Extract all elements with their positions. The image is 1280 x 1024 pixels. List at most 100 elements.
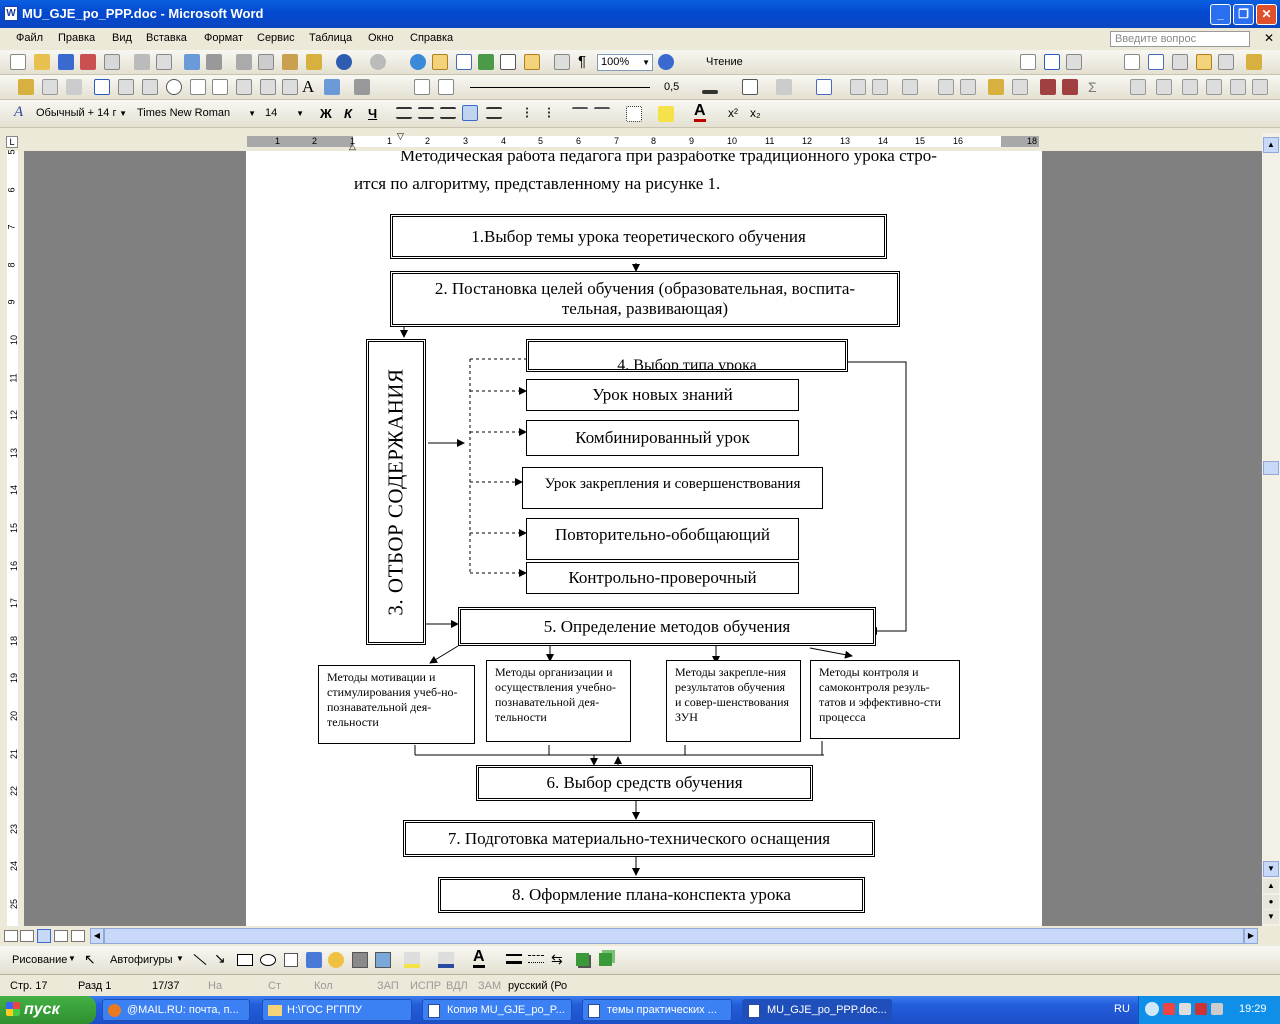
start-button[interactable]: пуск xyxy=(0,996,96,1024)
minimize-button[interactable]: _ xyxy=(1210,4,1231,25)
arrow-tool-icon[interactable]: ↘ xyxy=(214,950,226,966)
menu-tools[interactable]: Сервис xyxy=(257,32,295,44)
align-cell-icon[interactable] xyxy=(902,79,918,95)
align-right-icon[interactable] xyxy=(440,107,456,119)
cut-icon[interactable] xyxy=(236,54,252,70)
scroll-bar-icon[interactable] xyxy=(282,79,298,95)
extra-table-icon-5[interactable] xyxy=(1230,79,1246,95)
image-control-icon[interactable] xyxy=(324,79,340,95)
menu-edit[interactable]: Правка xyxy=(58,32,96,44)
extra-table-icon-4[interactable] xyxy=(1206,79,1222,95)
tab-selector[interactable]: L xyxy=(6,136,18,148)
help-icon[interactable] xyxy=(658,54,674,70)
menu-view[interactable]: Вид xyxy=(112,32,132,44)
text-color-icon[interactable]: A xyxy=(473,949,485,968)
edit-text-icon[interactable] xyxy=(438,79,454,95)
task-themes[interactable]: темы практических ... xyxy=(582,999,732,1021)
align-center-icon[interactable] xyxy=(418,107,434,119)
font-size-select[interactable]: 14▼ xyxy=(265,107,304,119)
status-record[interactable]: ЗАП xyxy=(377,980,399,992)
numbering-icon[interactable] xyxy=(526,107,542,119)
rectangle-tool-icon[interactable] xyxy=(237,954,253,966)
ask-question-input[interactable]: Введите вопрос xyxy=(1110,31,1250,47)
vertical-scrollbar[interactable]: ▲ ▼ ▲ ● ▼ xyxy=(1262,133,1280,926)
frame-icon[interactable] xyxy=(1172,54,1188,70)
status-language[interactable]: русский (Ро xyxy=(508,980,568,992)
tray-icon-1[interactable] xyxy=(1163,1003,1175,1015)
merge-cells-icon[interactable] xyxy=(850,79,866,95)
status-overtype[interactable]: ЗАМ xyxy=(478,980,502,992)
indent-marker-icon[interactable]: ▽ xyxy=(397,131,404,141)
menu-window[interactable]: Окно xyxy=(368,32,394,44)
format-painter-icon[interactable] xyxy=(306,54,322,70)
task-mail[interactable]: @MAIL.RU: почта, п... xyxy=(102,999,250,1021)
hyperlink-icon[interactable] xyxy=(410,54,426,70)
horizontal-scrollbar[interactable]: ◀ ▶ xyxy=(0,926,1280,946)
print-preview-icon[interactable] xyxy=(156,54,172,70)
justify-icon[interactable] xyxy=(462,105,478,121)
read-button[interactable]: Чтение xyxy=(706,56,743,68)
style-select[interactable]: Обычный + 14 г▼ xyxy=(36,107,127,119)
select-objects-icon[interactable]: ↖ xyxy=(84,951,96,967)
web-view-icon[interactable] xyxy=(20,930,34,942)
shading-color-icon[interactable] xyxy=(776,79,792,95)
reset-field-icon[interactable] xyxy=(1218,54,1234,70)
line-width-value[interactable]: 0,5 xyxy=(664,81,680,93)
eraser-icon[interactable] xyxy=(42,79,58,95)
menu-insert[interactable]: Вставка xyxy=(146,32,187,44)
distribute-columns-icon[interactable] xyxy=(960,79,976,95)
bold-button[interactable]: Ж xyxy=(320,106,332,121)
italic-button[interactable]: К xyxy=(344,106,352,121)
tables-borders-icon[interactable] xyxy=(432,54,448,70)
restore-button[interactable]: ❐ xyxy=(1233,4,1254,25)
align-left-icon[interactable] xyxy=(396,107,412,119)
undo-icon[interactable] xyxy=(336,54,352,70)
outside-border-icon[interactable] xyxy=(626,106,642,122)
menu-help[interactable]: Справка xyxy=(410,32,454,44)
styles-icon[interactable]: A xyxy=(14,104,24,120)
protect-form-icon[interactable] xyxy=(1246,54,1262,70)
sort-descending-icon[interactable] xyxy=(1062,79,1078,95)
spelling-icon[interactable] xyxy=(184,54,200,70)
dash-style-icon[interactable] xyxy=(528,955,544,963)
status-extend[interactable]: ВДЛ xyxy=(446,980,468,992)
autosum-icon[interactable]: Σ xyxy=(1088,79,1097,95)
form-field-icon[interactable] xyxy=(1066,54,1082,70)
draw-table-icon[interactable] xyxy=(18,79,34,95)
extra-table-icon-6[interactable] xyxy=(1252,79,1268,95)
extra-table-icon-2[interactable] xyxy=(1156,79,1172,95)
document-page[interactable]: Методическая работа педагога при разрабо… xyxy=(246,151,1042,926)
language-indicator[interactable]: RU xyxy=(1114,1003,1130,1015)
close-window-button[interactable]: ✕ xyxy=(1256,4,1277,25)
task-folder[interactable]: H:\ГОС РГППУ xyxy=(262,999,412,1021)
label-control-icon[interactable]: A xyxy=(302,77,315,96)
research-icon[interactable] xyxy=(206,54,222,70)
autofit-icon[interactable] xyxy=(1012,79,1028,95)
underline-button[interactable]: Ч xyxy=(368,106,378,121)
drawing-icon[interactable] xyxy=(524,54,540,70)
paste-icon[interactable] xyxy=(282,54,298,70)
hscroll-thumb[interactable] xyxy=(104,928,1244,944)
permission-icon[interactable] xyxy=(80,54,96,70)
option-button-icon[interactable] xyxy=(166,79,182,95)
insert-table-icon[interactable] xyxy=(456,54,472,70)
bullets-icon[interactable] xyxy=(548,107,564,119)
subscript-icon[interactable]: x₂ xyxy=(750,106,761,120)
print-icon[interactable] xyxy=(134,54,150,70)
line-tool-icon[interactable] xyxy=(193,953,207,966)
list-box-icon[interactable] xyxy=(190,79,206,95)
previous-page-button[interactable]: ▲ xyxy=(1263,879,1279,893)
tray-icon-4[interactable] xyxy=(1211,1003,1223,1015)
normal-view-icon[interactable] xyxy=(4,930,18,942)
insert-table-dropdown-icon[interactable] xyxy=(816,79,832,95)
checkbox-field-icon[interactable] xyxy=(1044,54,1060,70)
fill-color-icon[interactable] xyxy=(404,952,420,968)
scroll-up-button[interactable]: ▲ xyxy=(1263,137,1279,153)
shadow-style-icon[interactable] xyxy=(576,953,589,966)
more-controls-icon[interactable] xyxy=(354,79,370,95)
scroll-left-button[interactable]: ◀ xyxy=(90,928,104,944)
decrease-indent-icon[interactable] xyxy=(572,107,588,119)
combo-box-icon[interactable] xyxy=(212,79,228,95)
redo-icon[interactable] xyxy=(370,54,386,70)
